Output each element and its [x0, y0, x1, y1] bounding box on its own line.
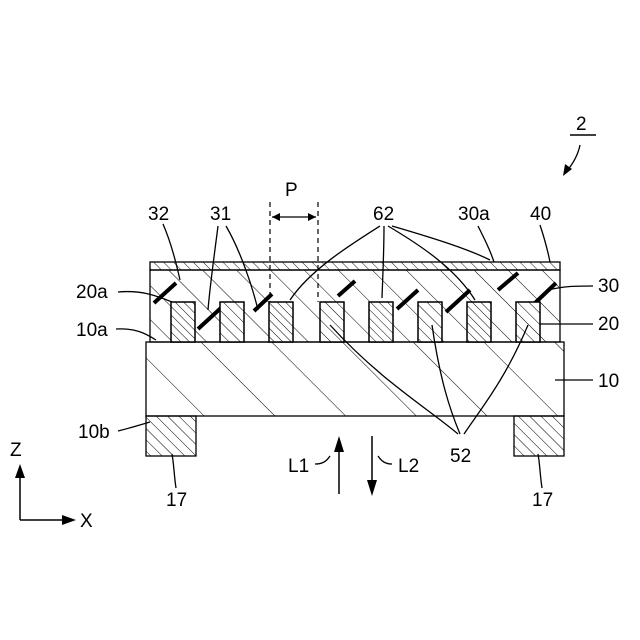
label-l1: L1	[288, 456, 309, 477]
label-17-right: 17	[532, 490, 553, 511]
axis-x-label: X	[80, 511, 93, 532]
light-arrows	[334, 436, 377, 496]
label-30: 30	[598, 276, 619, 297]
label-32: 32	[148, 204, 169, 225]
label-10: 10	[598, 371, 619, 392]
label-40: 40	[530, 204, 551, 225]
label-62: 62	[373, 204, 394, 225]
label-l2: L2	[398, 456, 419, 477]
label-20: 20	[598, 314, 619, 335]
ref-number-label: 2	[576, 114, 587, 135]
label-17-left: 17	[166, 490, 187, 511]
label-30a: 30a	[458, 204, 490, 225]
terminal-17-right	[514, 416, 564, 456]
terminal-17-left	[146, 416, 196, 456]
label-10b: 10b	[78, 422, 110, 443]
layer-40	[150, 262, 560, 270]
label-31: 31	[210, 204, 231, 225]
axis-z-label: Z	[10, 440, 22, 461]
label-52: 52	[450, 446, 471, 467]
reference-arrow	[563, 135, 596, 176]
label-20a: 20a	[76, 282, 108, 303]
label-10a: 10a	[76, 320, 108, 341]
pitch-label: P	[285, 180, 298, 201]
axes	[15, 464, 76, 525]
